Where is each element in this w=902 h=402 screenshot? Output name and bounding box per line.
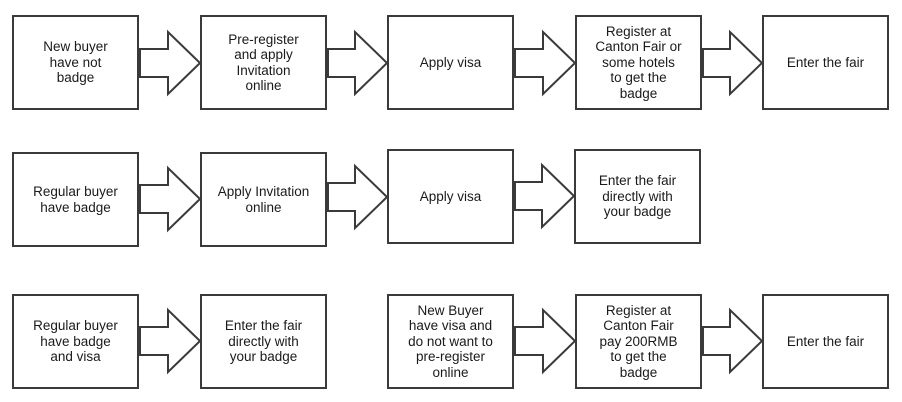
flow-1-step-3-box: Apply visa [387,15,514,110]
flow-2-step-1-label: Regular buyer have badge [33,184,118,215]
flow-1-step-2-label: Pre-register and apply Invitation online [228,31,299,94]
flow-4-step-1-box: New Buyer have visa and do not want to p… [387,294,514,389]
flow-1-arrow-2-icon [327,29,389,97]
flow-1-arrow-3-icon [514,29,577,97]
flow-1-step-5-box: Enter the fair [762,15,889,110]
flow-4-step-3-box: Enter the fair [762,294,889,389]
flow-1-step-4-label: Register at Canton Fair or some hotels t… [595,23,682,101]
flow-2-arrow-3-icon [514,162,576,230]
flow-1-step-4-box: Register at Canton Fair or some hotels t… [575,15,702,110]
flow-4-arrow-1-icon [514,307,577,375]
flow-4-step-2-box: Register at Canton Fair pay 200RMB to ge… [575,294,702,389]
flow-1-step-3-label: Apply visa [419,54,482,70]
flow-2-step-1-box: Regular buyer have badge [12,152,139,247]
flow-2-arrow-1-icon [139,165,202,233]
flow-2-step-4-label: Enter the fair directly with your badge [598,173,677,220]
flow-4-step-3-label: Enter the fair [786,333,865,349]
flow-3-step-2-label: Enter the fair directly with your badge [224,318,303,365]
flow-1-step-1-label: New buyer have not badge [43,39,108,86]
flow-1-step-1-box: New buyer have not badge [12,15,139,110]
flow-3-arrow-1-icon [139,307,202,375]
flow-2-step-3-label: Apply visa [419,188,482,204]
flow-1-arrow-1-icon [139,29,202,97]
flow-2-arrow-2-icon [327,163,389,231]
flow-3-step-1-box: Regular buyer have badge and visa [12,294,139,389]
flow-3-step-2-box: Enter the fair directly with your badge [200,294,327,389]
flow-4-step-1-label: New Buyer have visa and do not want to p… [408,302,493,380]
flow-1-arrow-4-icon [702,29,764,97]
flow-4-arrow-2-icon [702,307,764,375]
flow-1-step-5-label: Enter the fair [786,54,865,70]
flow-2-step-3-box: Apply visa [387,149,514,244]
flow-3-step-1-label: Regular buyer have badge and visa [33,318,118,365]
flow-2-step-4-box: Enter the fair directly with your badge [574,149,701,244]
flow-2-step-2-label: Apply Invitation online [217,184,310,215]
flow-2-step-2-box: Apply Invitation online [200,152,327,247]
flow-4-step-2-label: Register at Canton Fair pay 200RMB to ge… [599,302,678,380]
flow-1-step-2-box: Pre-register and apply Invitation online [200,15,327,110]
